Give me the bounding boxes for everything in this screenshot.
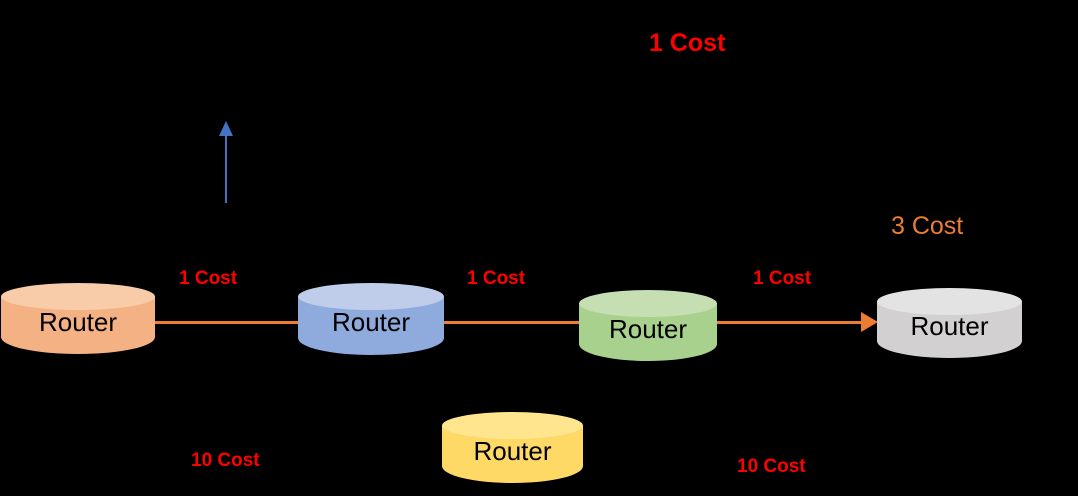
router-1-top bbox=[1, 283, 155, 310]
router-1-label: Router bbox=[38, 306, 118, 337]
top-cost-label: 1 Cost bbox=[649, 29, 726, 57]
router-1-cylinder: Router bbox=[1, 283, 155, 354]
router-5-top bbox=[442, 412, 583, 439]
bottom-cost-label-2: 10 Cost bbox=[737, 456, 806, 477]
router-3-cylinder: Router bbox=[579, 290, 717, 361]
router-4-top bbox=[877, 288, 1022, 315]
router-3-top bbox=[579, 290, 717, 317]
router-4-cylinder: Router bbox=[877, 288, 1022, 358]
bottom-cost-label-1: 10 Cost bbox=[191, 450, 260, 471]
up-arrow-icon bbox=[219, 121, 233, 136]
link-line-1 bbox=[155, 321, 300, 324]
router-4-label: Router bbox=[910, 311, 989, 341]
link-line-2 bbox=[444, 321, 580, 324]
up-arrow-shaft bbox=[225, 136, 227, 203]
router-5-cylinder: Router bbox=[442, 412, 583, 483]
total-cost-label: 3 Cost bbox=[891, 212, 964, 240]
router-2-top bbox=[298, 283, 444, 310]
router-3-label: Router bbox=[608, 313, 688, 344]
link-cost-label-2: 1 Cost bbox=[467, 268, 526, 289]
link-cost-label-1: 1 Cost bbox=[179, 268, 238, 289]
link-arrowhead-icon bbox=[861, 312, 878, 332]
link-line-3 bbox=[716, 321, 864, 324]
router-2-cylinder: Router bbox=[298, 283, 444, 355]
router-2-label: Router bbox=[331, 307, 411, 337]
link-cost-label-3: 1 Cost bbox=[753, 268, 812, 289]
router-5-label: Router bbox=[473, 435, 552, 466]
